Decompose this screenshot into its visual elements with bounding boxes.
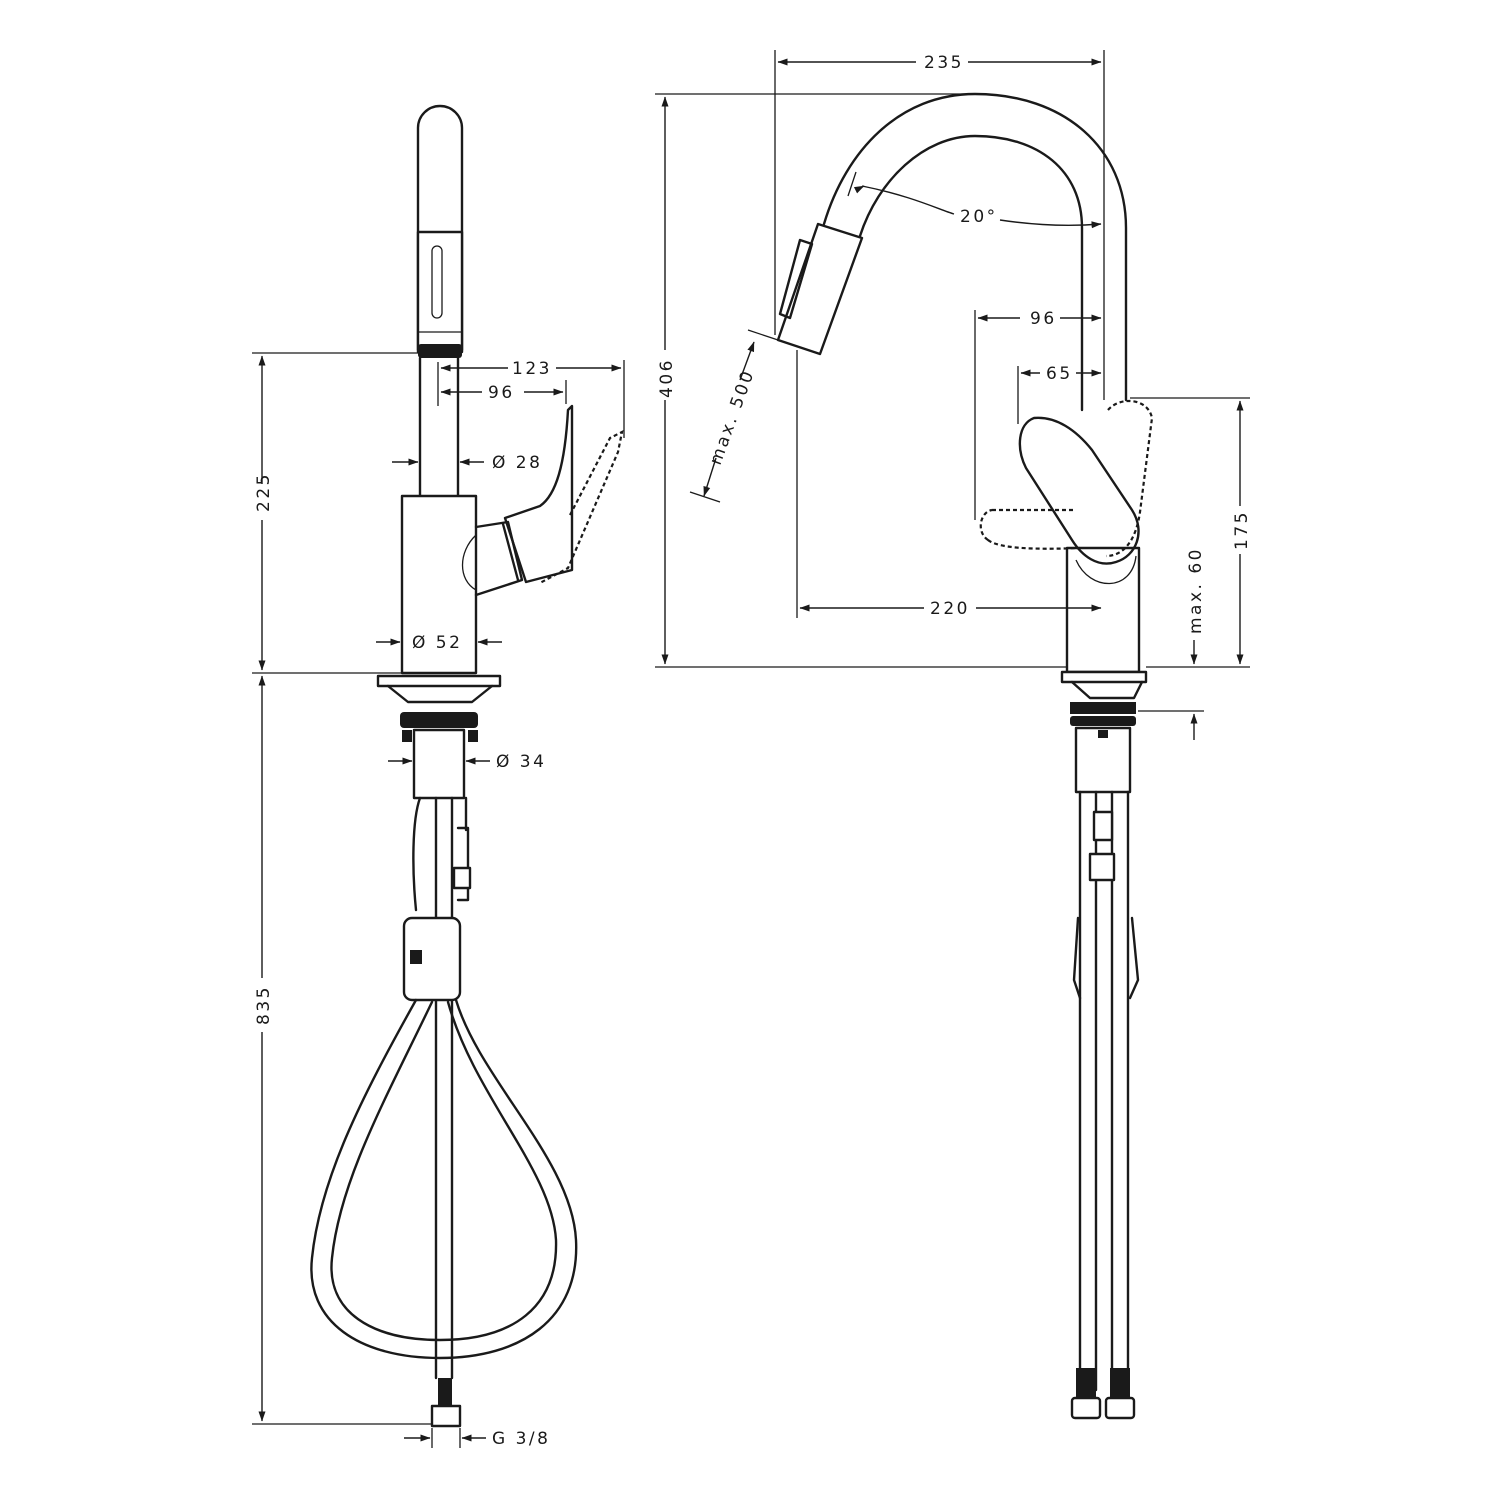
dim-65: 65: [1046, 364, 1073, 384]
supply-hoses: [310, 796, 578, 1428]
side-hoses: [1070, 790, 1140, 1420]
side-mounting: [1060, 670, 1148, 794]
mounting-assembly: [376, 674, 502, 800]
spray-head: [416, 104, 464, 358]
dim-96-side: 96: [1030, 309, 1057, 329]
dim-thread-g38: G 3/8: [492, 1429, 550, 1449]
dim-235: 235: [924, 53, 964, 73]
lever-handle-open: [539, 430, 624, 584]
lever-handle: [503, 404, 574, 584]
faucet-body: [400, 494, 478, 675]
dim-225: 225: [254, 472, 274, 512]
dim-175: 175: [1232, 510, 1252, 550]
curved-spout: [776, 92, 1128, 412]
lever-connector: [474, 520, 524, 597]
front-view: 225 835 123 96 Ø 28 Ø 52 Ø 34 G 3/8: [252, 104, 625, 1449]
dim-835: 835: [254, 985, 274, 1025]
dim-diameter-28: Ø 28: [492, 453, 542, 473]
side-dimensions: 235 406 20° max. 500 96 65 220 175 max. …: [655, 50, 1252, 740]
dim-max-500: max. 500: [706, 367, 759, 468]
side-view: 235 406 20° max. 500 96 65 220 175 max. …: [655, 50, 1252, 1420]
dim-20-degrees: 20°: [960, 207, 998, 227]
dim-406: 406: [657, 358, 677, 398]
side-body: [1065, 546, 1141, 674]
dim-220: 220: [930, 599, 970, 619]
spout-column: [418, 356, 460, 499]
side-lever-rotated: [979, 508, 1081, 550]
dim-max-60: max. 60: [1186, 547, 1206, 634]
side-lever-raised: [1105, 399, 1154, 558]
dim-diameter-34: Ø 34: [496, 752, 546, 772]
dim-96-front: 96: [488, 383, 515, 403]
dim-123: 123: [512, 359, 552, 379]
dim-diameter-52: Ø 52: [412, 633, 462, 653]
front-dimensions: 225 835 123 96 Ø 28 Ø 52 Ø 34 G 3/8: [252, 352, 625, 1449]
side-lever: [1018, 416, 1140, 565]
